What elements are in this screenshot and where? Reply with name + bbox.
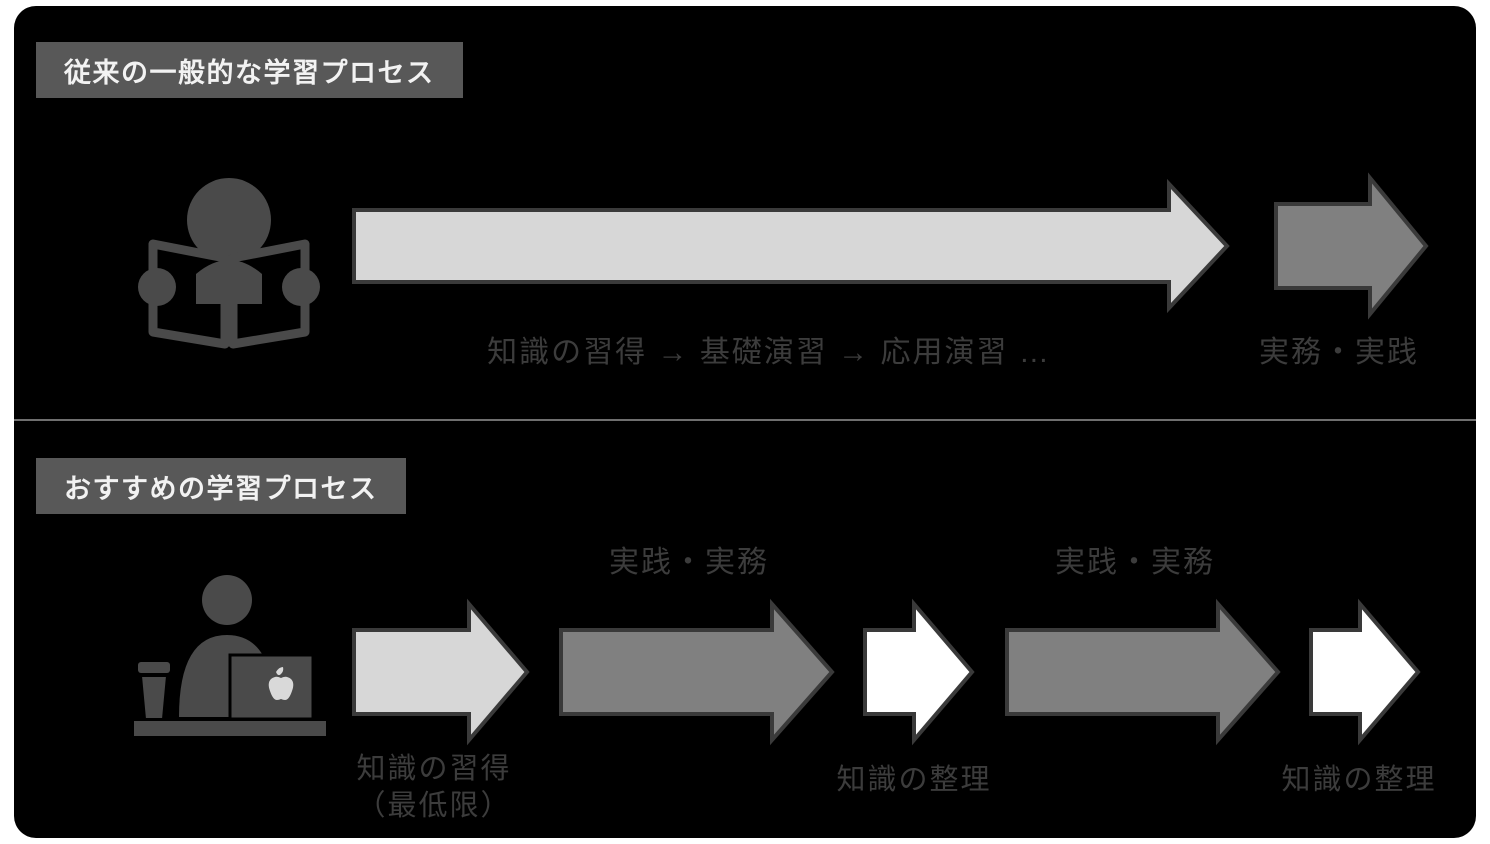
acquire-arrow [352,598,530,746]
bottom-practice-label-2: 実践・実務 [1055,546,1215,579]
section-header-recommended: おすすめの学習プロセス [36,458,406,514]
organize-label-1: 知識の整理 [836,764,992,796]
top-steps-label: 知識の習得 → 基礎演習 → 応用演習 … [487,336,1051,369]
organize-arrow-2 [1309,598,1421,746]
person-at-laptop-desk-icon [124,569,336,741]
bottom-practice-arrow-2 [1005,598,1281,746]
bottom-practice-label-1: 実践・実務 [609,546,769,579]
acquire-label: 知識の習得 （最低限） [356,751,511,825]
long-study-arrow [352,178,1230,314]
top-practice-arrow [1274,172,1429,320]
acquire-label-line1: 知識の習得 [356,753,512,785]
top-outcome-label: 実務・実践 [1259,336,1419,369]
organize-label-2: 知識の整理 [1281,764,1437,796]
acquire-label-line2: （最低限） [356,790,512,823]
organize-arrow-1 [863,598,975,746]
person-reading-book-icon [124,154,334,354]
bottom-practice-arrow-1 [559,598,835,746]
top-arrow-layer [352,172,1429,746]
section-divider [14,419,1476,421]
section-header-traditional: 従来の一般的な学習プロセス [36,42,463,98]
diagram-panel: 従来の一般的な学習プロセス 知識の習得 [14,6,1476,838]
